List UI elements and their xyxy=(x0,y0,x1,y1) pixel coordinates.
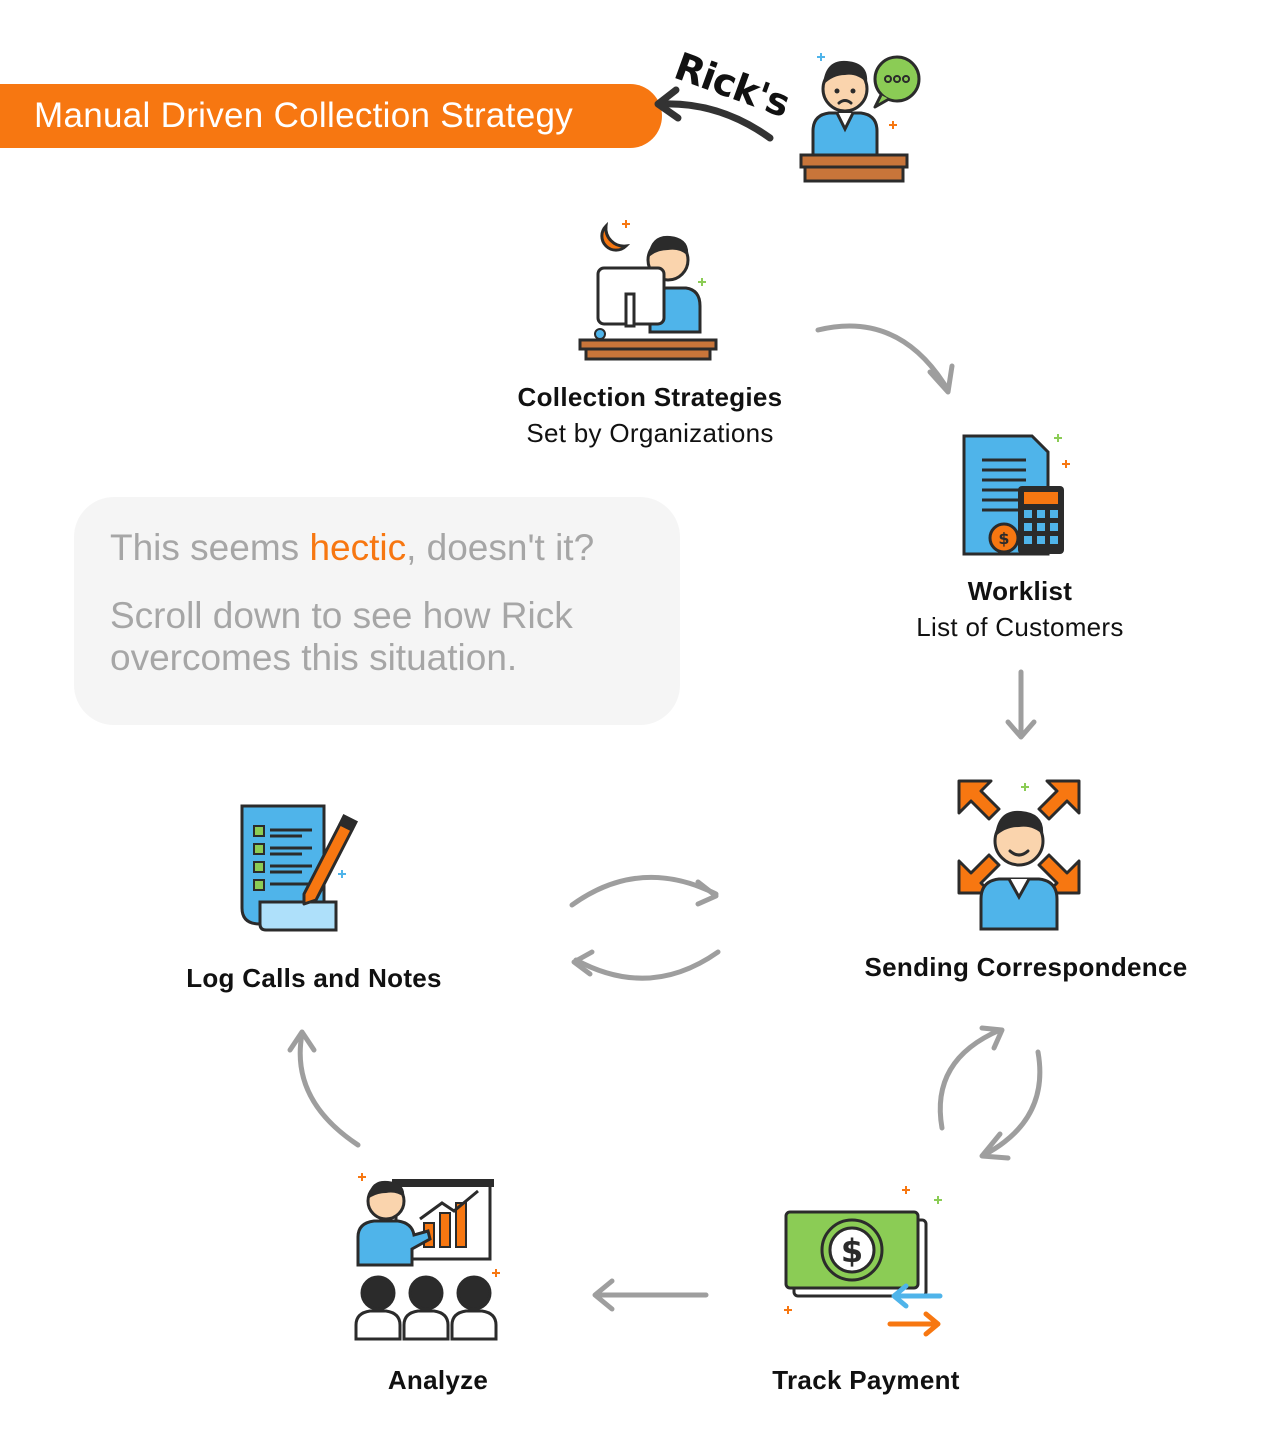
step-log-calls: Log Calls and Notes xyxy=(164,960,464,996)
banner-title: Manual Driven Collection Strategy xyxy=(0,84,662,148)
rick-speaker-icon xyxy=(799,53,921,183)
ricks-pointer-arrow xyxy=(654,86,774,142)
sending-correspondence-icon xyxy=(957,779,1081,931)
step-sending-correspondence: Sending Correspondence xyxy=(826,949,1226,985)
step-title: Worklist xyxy=(967,576,1073,606)
step-collection-strategies: Collection Strategies Set by Organizatio… xyxy=(450,379,850,451)
step-track-payment: Track Payment xyxy=(716,1362,1016,1398)
analyze-presentation-icon xyxy=(354,1173,500,1341)
worklist-document-icon: $ xyxy=(962,434,1070,556)
arrow-track-to-correspondence xyxy=(937,1025,1005,1131)
arrow-cycle-top xyxy=(569,874,719,908)
step-title: Track Payment xyxy=(772,1365,960,1395)
step-title: Sending Correspondence xyxy=(864,952,1188,982)
svg-text:$: $ xyxy=(998,529,1009,548)
arrow-cycle-bottom xyxy=(571,949,721,981)
callout-text-post: , doesn't it? xyxy=(406,527,595,568)
arrow-strategies-to-worklist xyxy=(815,323,955,395)
track-payment-money-icon: $ xyxy=(784,1186,943,1337)
arrow-track-to-analyze xyxy=(592,1278,709,1312)
step-worklist: Worklist List of Customers xyxy=(860,573,1180,645)
callout-text-pre: This seems xyxy=(110,527,310,568)
arrow-correspondence-to-track xyxy=(979,1049,1043,1161)
step-subtitle: List of Customers xyxy=(916,612,1124,642)
step-title: Collection Strategies xyxy=(517,382,783,412)
computer-worker-icon xyxy=(578,220,718,361)
log-calls-notes-icon xyxy=(240,804,359,932)
arrow-analyze-to-log xyxy=(287,1029,361,1148)
step-title: Analyze xyxy=(387,1365,489,1395)
step-analyze: Analyze xyxy=(338,1362,538,1398)
step-title: Log Calls and Notes xyxy=(186,963,442,993)
step-subtitle: Set by Organizations xyxy=(526,418,774,448)
svg-text:$: $ xyxy=(841,1232,863,1270)
callout-line-1: This seems hectic, doesn't it? xyxy=(110,527,680,569)
arrow-worklist-to-correspondence xyxy=(1005,669,1037,740)
callout-highlight: hectic xyxy=(309,527,407,568)
callout-box: This seems hectic, doesn't it? Scroll do… xyxy=(74,497,680,725)
callout-line-2: Scroll down to see how Rick overcomes th… xyxy=(110,595,573,678)
